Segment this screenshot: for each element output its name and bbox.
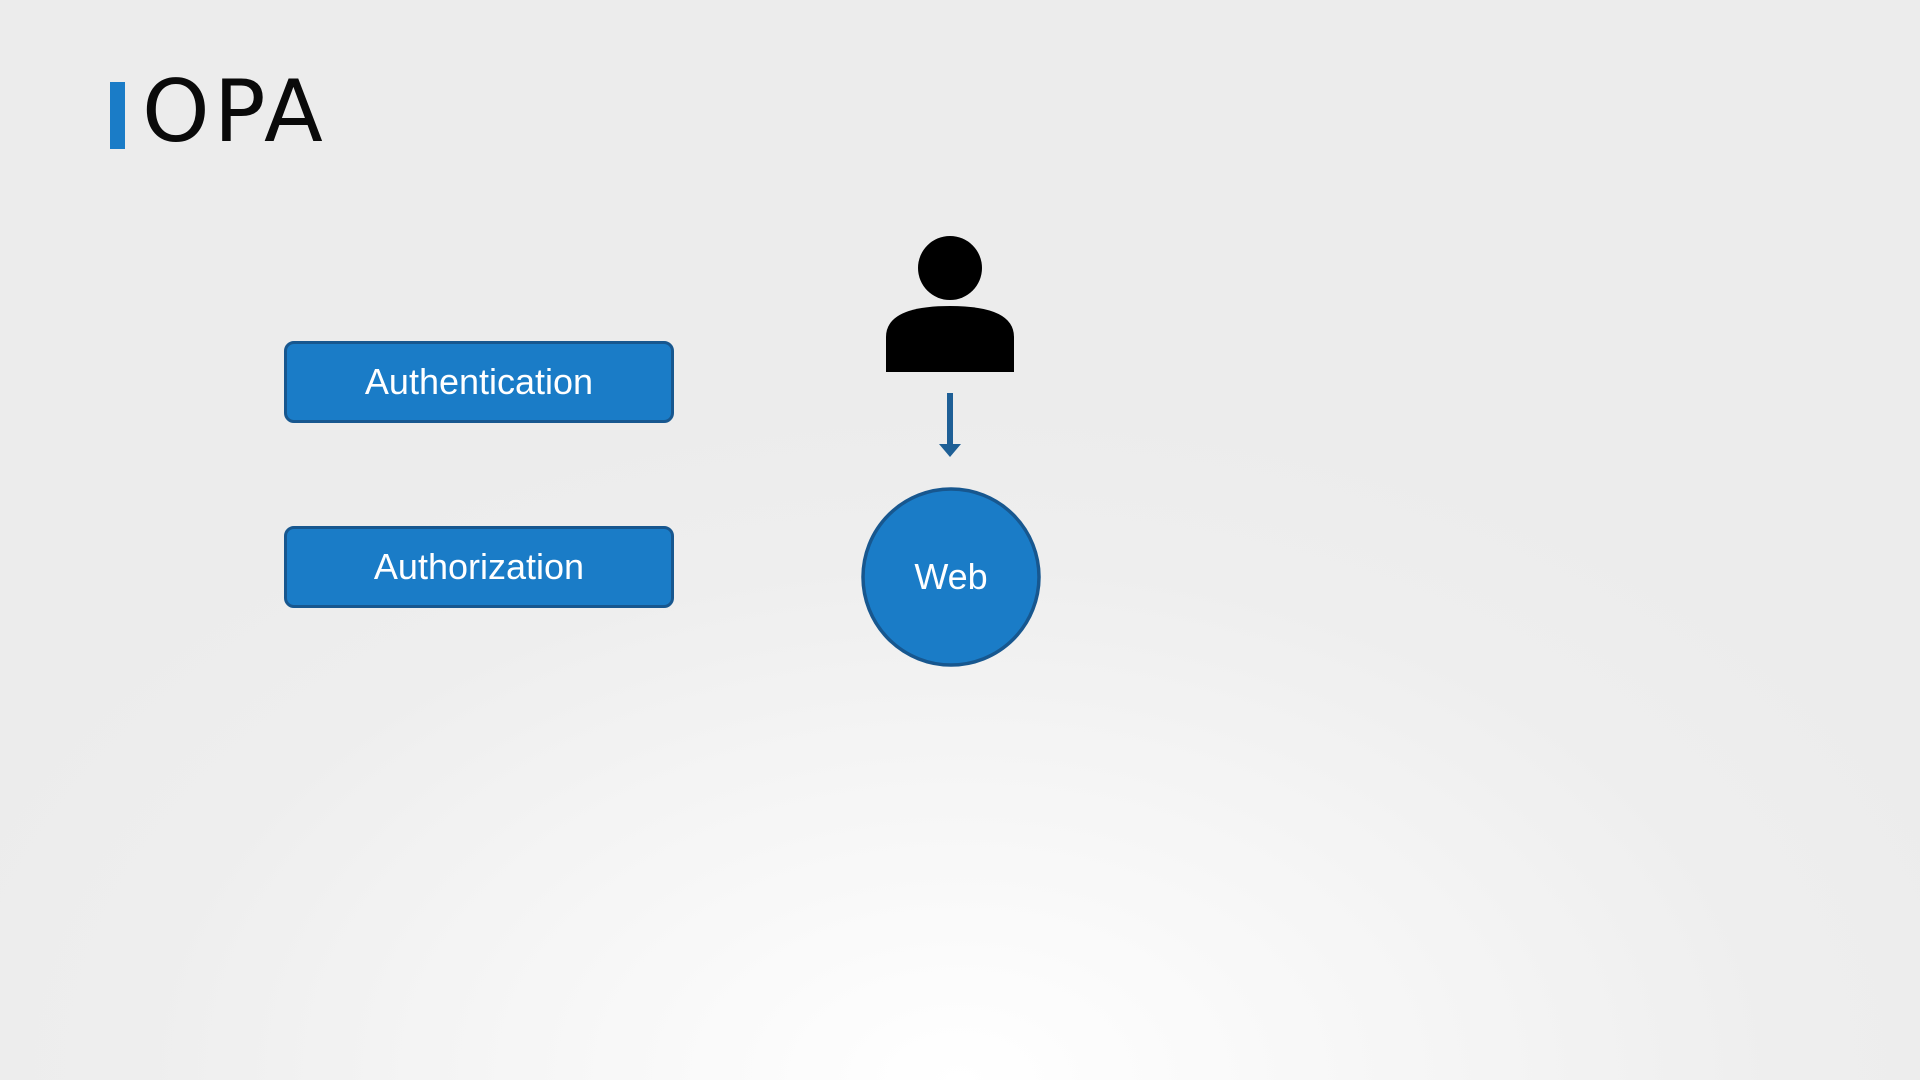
arrow-down-icon xyxy=(939,393,961,457)
slide-title: OPA xyxy=(142,62,327,162)
web-node-circle xyxy=(861,487,1041,667)
web-node-label: Web xyxy=(914,556,988,597)
title-accent-bar xyxy=(110,82,125,149)
authentication-box: Authentication xyxy=(284,341,674,423)
authentication-label: Authentication xyxy=(364,361,594,402)
user-icon xyxy=(886,236,1014,372)
authorization-label: Authorization xyxy=(373,546,585,587)
authorization-box: Authorization xyxy=(284,526,674,608)
